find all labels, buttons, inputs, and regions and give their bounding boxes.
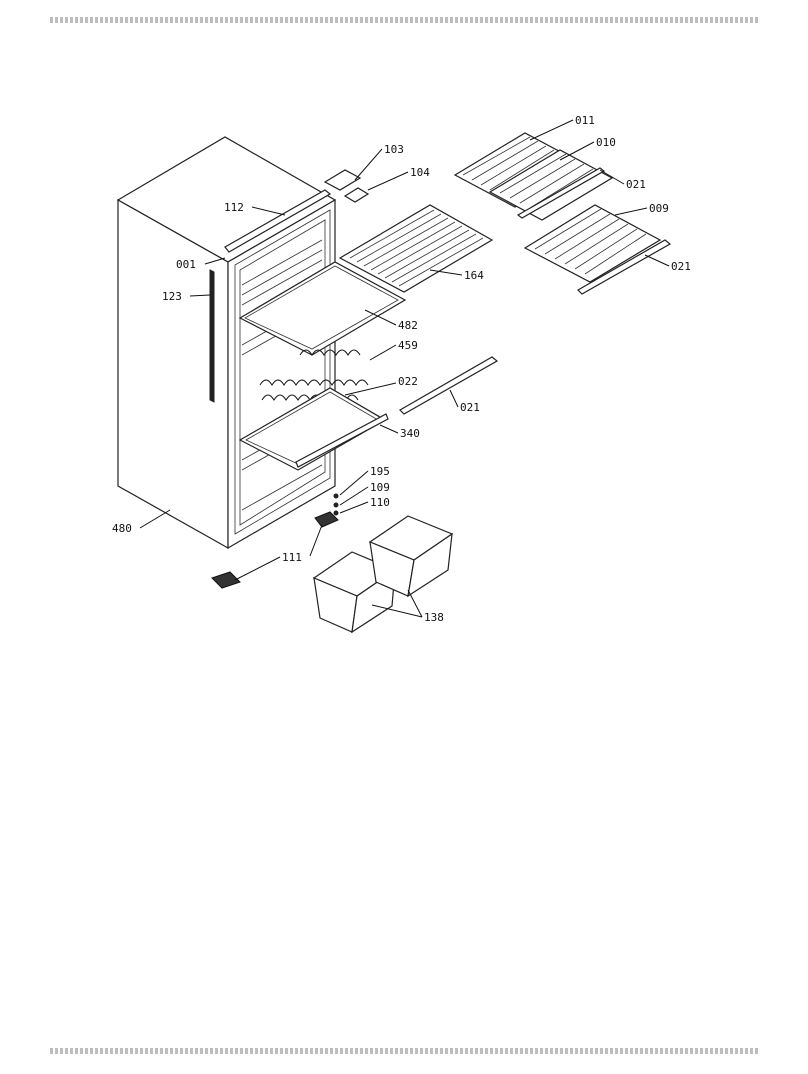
part-109 (333, 502, 339, 508)
callout-011: 011 (575, 114, 595, 127)
callout-010: 010 (596, 136, 616, 149)
glass-shelf-482 (238, 261, 407, 356)
callout-109: 109 (370, 481, 390, 494)
callout-104: 104 (410, 166, 430, 179)
callout-138: 138 (424, 611, 444, 624)
bottom-border-rule (50, 1048, 758, 1054)
shelf-strip-021-a (516, 167, 606, 219)
top-border-rule (50, 17, 758, 23)
callout-021-right: 021 (671, 260, 691, 273)
callout-480: 480 (112, 522, 132, 535)
top-rail (224, 189, 332, 253)
callout-021-lower: 021 (460, 401, 480, 414)
glass-shelf-340 (238, 387, 389, 471)
leader-lines (139, 119, 670, 618)
hinge-cover-103 (323, 169, 362, 191)
crisper-drawer-right (368, 515, 454, 598)
callout-001: 001 (176, 258, 196, 271)
callout-103: 103 (384, 143, 404, 156)
callout-482: 482 (398, 319, 418, 332)
hinge-104 (343, 187, 370, 203)
callout-021-upper: 021 (626, 178, 646, 191)
callout-459: 459 (398, 339, 418, 352)
hinge-111-upper (314, 511, 339, 528)
shelf-strip-021-c (399, 356, 499, 415)
callout-022: 022 (398, 375, 418, 388)
callout-111: 111 (282, 551, 302, 564)
part-195 (333, 493, 339, 499)
part-110 (333, 510, 339, 516)
callout-112: 112 (224, 201, 244, 214)
callout-009: 009 (649, 202, 669, 215)
callout-195: 195 (370, 465, 390, 478)
callout-340: 340 (400, 427, 420, 440)
hinge-111-lower (211, 571, 241, 589)
callout-110: 110 (370, 496, 390, 509)
grid-shelf-164 (338, 204, 494, 293)
callout-123: 123 (162, 290, 182, 303)
door-handle (209, 269, 215, 403)
callout-164: 164 (464, 269, 484, 282)
shelf-strip-021-b (577, 239, 672, 295)
wire-shelf-009 (523, 204, 662, 283)
